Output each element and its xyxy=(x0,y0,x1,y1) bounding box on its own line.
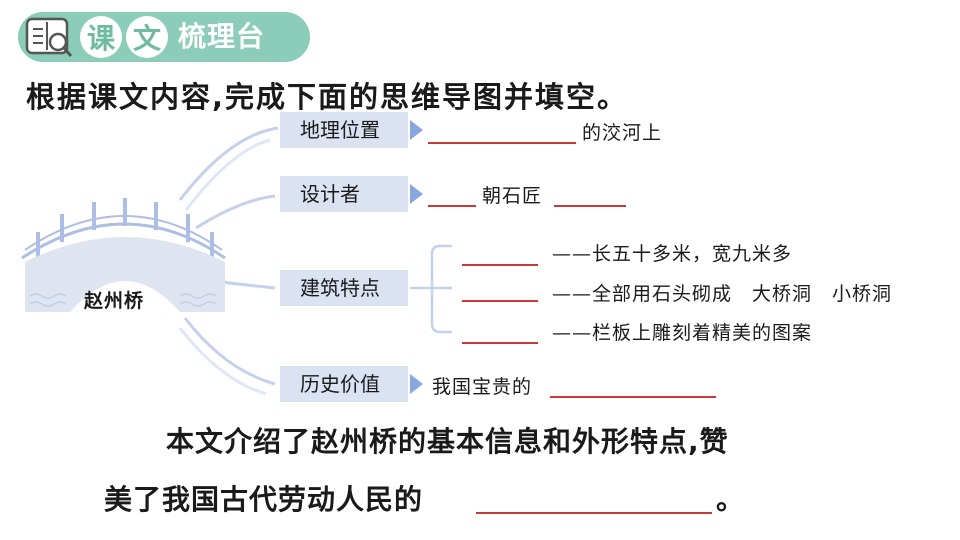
arrow-right-icon xyxy=(410,120,423,140)
badge-title: 梳理台 xyxy=(178,20,266,53)
category-designer: 设计者 xyxy=(280,176,408,212)
category-value: 历史价值 xyxy=(280,366,408,402)
book-icon xyxy=(25,17,73,57)
feature-item-2: ——全部用石头砌成 大桥洞 小桥洞 xyxy=(552,283,893,305)
value-prefix: 我国宝贵的 xyxy=(432,376,533,398)
blank-feature-3[interactable] xyxy=(462,342,538,344)
summary-line-1: 本文介绍了赵州桥的基本信息和外形特点,赞 xyxy=(166,425,729,458)
blank-value[interactable] xyxy=(550,396,716,398)
designer-text: 朝石匠 xyxy=(482,185,543,207)
arrow-right-icon xyxy=(410,374,423,394)
category-features: 建筑特点 xyxy=(280,270,408,306)
feature-item-3: ——栏板上雕刻着精美的图案 xyxy=(552,322,813,344)
blank-designer-name[interactable] xyxy=(554,205,626,207)
instruction-text: 根据课文内容,完成下面的思维导图并填空。 xyxy=(26,80,629,114)
blank-summary[interactable] xyxy=(476,512,712,514)
badge-char-1: 课 xyxy=(80,16,122,58)
arrow-right-icon xyxy=(410,184,423,204)
blank-feature-2[interactable] xyxy=(462,300,538,302)
bridge-illustration xyxy=(21,198,226,312)
badge-char-2: 文 xyxy=(126,16,168,58)
category-location: 地理位置 xyxy=(280,112,408,148)
location-suffix: 的洨河上 xyxy=(582,122,663,144)
blank-dynasty[interactable] xyxy=(428,205,476,207)
blank-feature-1[interactable] xyxy=(462,264,538,266)
bridge-label: 赵州桥 xyxy=(84,290,145,312)
summary-line-2: 美了我国古代劳动人民的 xyxy=(104,483,424,516)
blank-location[interactable] xyxy=(428,142,576,144)
feature-item-1: ——长五十多米，宽九米多 xyxy=(552,243,793,265)
summary-end: 。 xyxy=(716,483,746,516)
